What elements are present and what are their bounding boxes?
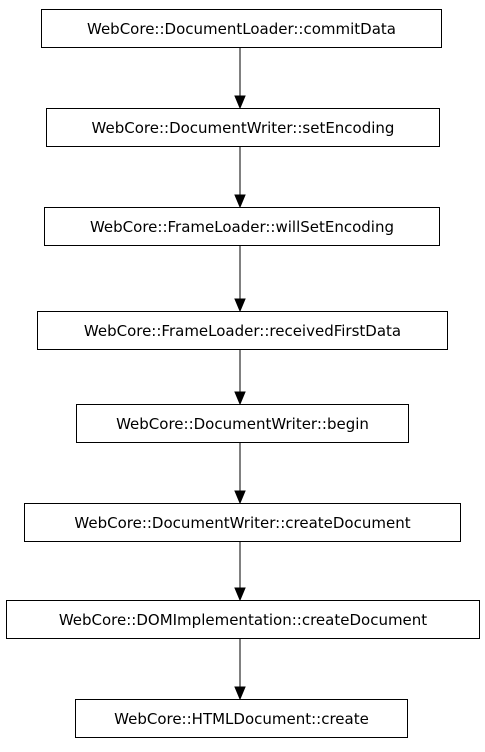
edge-arrowhead-1 [234, 95, 246, 110]
edge-arrowhead-2 [234, 194, 246, 209]
edge-arrowhead-4 [234, 391, 246, 406]
edge-arrowhead-3 [234, 298, 246, 313]
node-domimplementation-createdocument: WebCore::DOMImplementation::createDocume… [6, 600, 480, 639]
edge-arrowhead-5 [234, 490, 246, 505]
node-frameloader-willsetencoding: WebCore::FrameLoader::willSetEncoding [44, 207, 440, 246]
edge-arrowhead-6 [234, 587, 246, 602]
node-documentwriter-createdocument: WebCore::DocumentWriter::createDocument [24, 503, 461, 542]
node-documentloader-commitdata: WebCore::DocumentLoader::commitData [41, 9, 442, 48]
node-documentwriter-begin: WebCore::DocumentWriter::begin [76, 404, 409, 443]
edge-arrowhead-7 [234, 686, 246, 701]
node-frameloader-receivedfirstdata: WebCore::FrameLoader::receivedFirstData [37, 311, 448, 350]
node-htmldocument-create: WebCore::HTMLDocument::create [75, 699, 408, 738]
node-documentwriter-setencoding: WebCore::DocumentWriter::setEncoding [46, 108, 440, 147]
